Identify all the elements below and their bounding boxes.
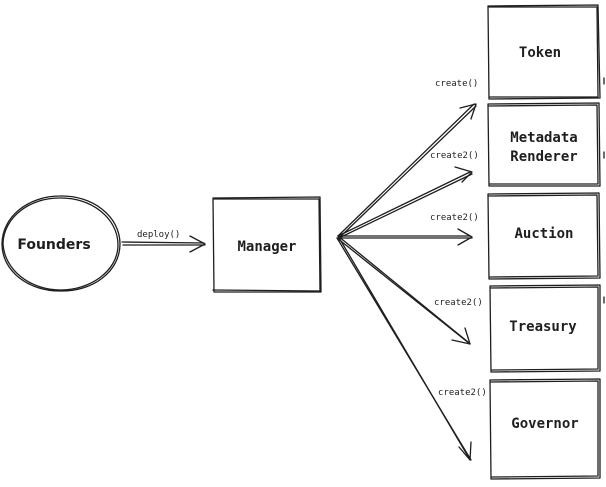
founders-node: Founders [1,195,121,292]
treasury-label: Treasury [509,319,577,335]
founders-label: Founders [17,237,90,253]
manager-label: Manager [237,239,296,255]
treasury-edge-label: create2() [434,298,483,308]
deploy-label: deploy() [137,230,180,240]
token-node: Token [487,4,601,100]
metadata-arrow: create2() [337,151,479,239]
metadata-label-line2: Renderer [510,149,577,165]
auction-label: Auction [514,226,573,242]
auction-edge-label: create2() [430,213,479,223]
token-label: Token [519,45,561,61]
auction-node: Auction [487,192,601,280]
governor-edge-label: create2() [438,388,487,398]
treasury-node: Treasury [489,284,601,373]
governor-node: Governor [489,378,601,480]
token-arrow: create() [337,79,478,238]
manager-node: Manager [212,196,322,293]
metadata-label-line1: Metadata [510,130,577,146]
metadata-edge-label: create2() [430,151,479,161]
treasury-arrow: create2() [336,235,483,345]
deploy-arrow: deploy() [121,230,206,253]
governor-label: Governor [511,416,578,432]
auction-arrow: create2() [337,213,479,246]
metadata-renderer-node: Metadata Renderer [487,102,601,187]
token-edge-label: create() [435,79,478,89]
governor-arrow: create2() [336,235,487,461]
